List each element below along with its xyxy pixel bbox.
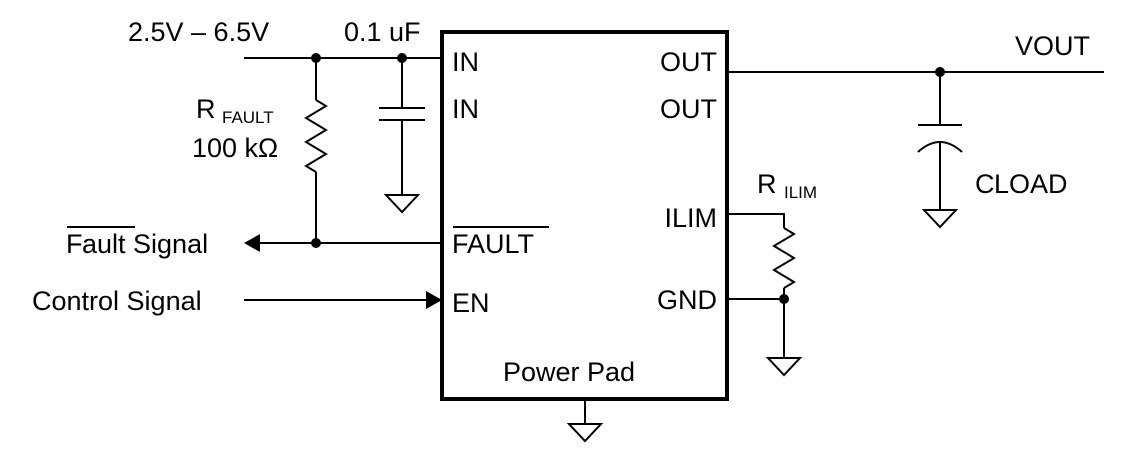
pin-label-out-2: OUT — [660, 94, 717, 124]
vout-label: VOUT — [1015, 31, 1090, 61]
input-capacitor — [379, 58, 425, 195]
control-arrow-icon — [426, 291, 442, 309]
pin-label-out-1: OUT — [660, 47, 717, 77]
resistor-fault — [304, 58, 328, 243]
ic-body — [440, 30, 729, 401]
cload-suffix: LOAD — [994, 169, 1068, 199]
ground-icon — [921, 209, 959, 229]
ground-icon — [383, 194, 421, 214]
pin-label-in-1: IN — [452, 47, 479, 77]
rilim-prefix: R — [757, 169, 777, 199]
power-pad-label: Power Pad — [503, 357, 635, 387]
load-capacitor — [917, 72, 963, 210]
ground-icon — [765, 357, 803, 377]
resistor-ilim — [727, 213, 796, 358]
pin-label-ilim: ILIM — [664, 203, 717, 233]
pin-label-fault: FAULT — [452, 229, 534, 259]
pin-label-gnd: GND — [657, 285, 717, 315]
cload-prefix: C — [975, 169, 995, 199]
rfault-subscript: FAULT — [222, 108, 274, 127]
input-voltage-label: 2.5V – 6.5V — [128, 17, 269, 47]
rfault-prefix: R — [196, 94, 216, 124]
rilim-subscript: ILIM — [784, 183, 817, 202]
ground-icon — [566, 423, 604, 443]
pin-label-en: EN — [452, 288, 490, 318]
fault-arrow-icon — [244, 234, 260, 252]
fault-signal-label-rest: ault Signal — [82, 229, 208, 259]
junction-gnd — [779, 294, 789, 304]
rfault-value: 100 kΩ — [192, 133, 278, 163]
control-signal-label: Control Signal — [32, 286, 202, 316]
pin-label-in-2: IN — [452, 94, 479, 124]
fault-signal-label-first: F — [66, 229, 83, 259]
input-cap-value: 0.1 uF — [344, 17, 421, 47]
